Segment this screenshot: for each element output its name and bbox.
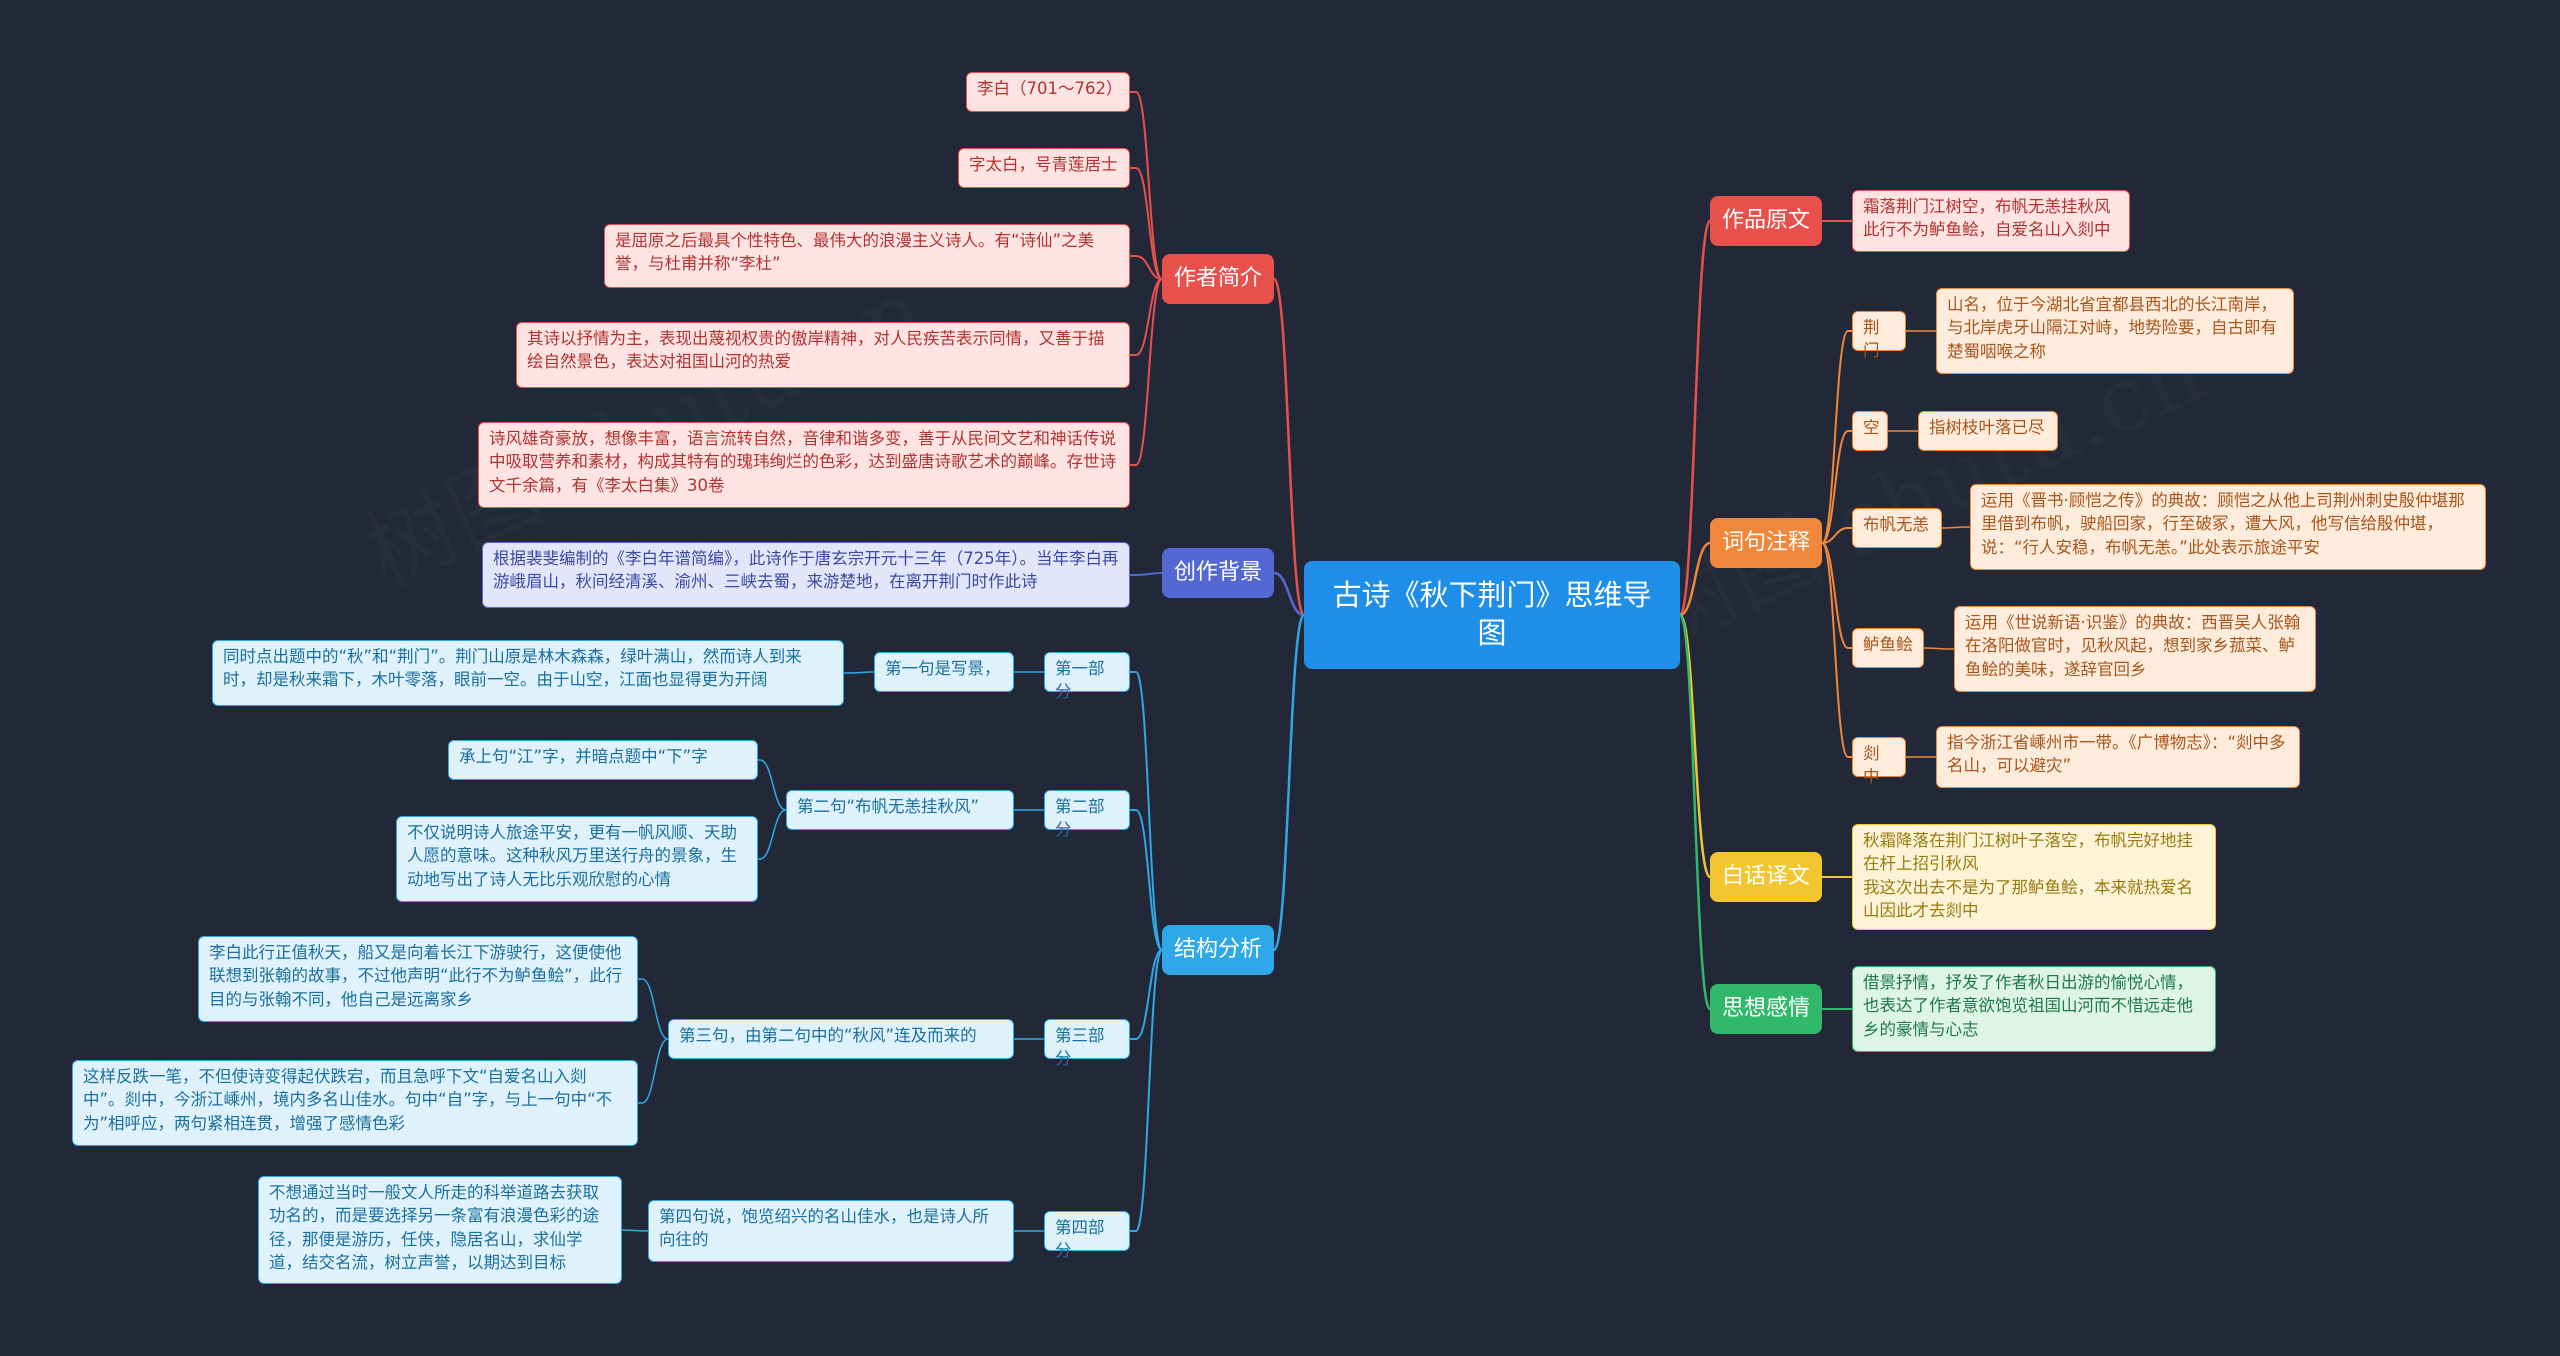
connector — [641, 1038, 669, 1104]
connector — [1821, 430, 1849, 544]
connector — [1678, 219, 1712, 617]
note-definition[interactable]: 指今浙江省嵊州市一带。《广博物志》：“剡中多名山，可以避灾” — [1936, 726, 2300, 788]
author-item[interactable]: 字太白，号青莲居士 — [958, 148, 1130, 188]
structure-part-2[interactable]: 第二部分 — [1044, 790, 1130, 839]
connector — [1272, 277, 1306, 617]
part-3-detail[interactable]: 这样反跌一笔，不但使诗变得起伏跌宕，而且急呼下文“自爱名山入剡中”。剡中，今浙江… — [72, 1060, 638, 1146]
root-topic[interactable]: 古诗《秋下荆门》思维导图 — [1304, 561, 1680, 669]
connector — [1941, 526, 1969, 529]
connector — [1135, 809, 1163, 951]
background-item[interactable]: 根据裴斐编制的《李白年谱简编》，此诗作于唐玄宗开元十三年（725年）。当年李白再… — [482, 542, 1130, 608]
author-item[interactable]: 李白（701～762） — [966, 72, 1130, 112]
branch-label: 作者简介 — [1173, 266, 1262, 291]
connector — [1678, 613, 1712, 1011]
note-term[interactable]: 剡中 — [1852, 737, 1906, 786]
note-definition[interactable]: 运用《晋书·顾恺之传》的典故：顾恺之从他上司荆州刺史殷仲堪那里借到布帆，驶船回家… — [1970, 484, 2486, 570]
connector — [1135, 572, 1163, 576]
part-1-summary[interactable]: 第一句是写景， — [874, 652, 1014, 692]
branch-feeling[interactable]: 思想感情 — [1710, 984, 1822, 1034]
connector — [1135, 949, 1163, 1232]
connector — [1135, 278, 1163, 466]
part-4-detail[interactable]: 不想通过当时一般文人所走的科举道路去获取功名的，而是要选择另一条富有浪漫色彩的途… — [258, 1176, 622, 1284]
connector — [1135, 255, 1163, 280]
connector — [621, 1229, 649, 1232]
structure-part-1[interactable]: 第一部分 — [1044, 652, 1130, 701]
connector — [1135, 278, 1163, 356]
connector — [1272, 613, 1306, 952]
note-term[interactable]: 空 — [1852, 411, 1888, 451]
part-2-detail[interactable]: 承上句“江”字，并暗点题中“下”字 — [448, 740, 758, 780]
connector — [641, 978, 669, 1040]
connector — [1923, 647, 1951, 650]
branch-label: 白话译文 — [1721, 864, 1810, 889]
branch-notes[interactable]: 词句注释 — [1710, 518, 1822, 568]
connector — [1821, 542, 1849, 649]
connector — [1821, 527, 1849, 544]
branch-original-text[interactable]: 作品原文 — [1710, 196, 1822, 246]
author-item[interactable]: 诗风雄奇豪放，想像丰富，语言流转自然，音律和谐多变，善于从民间文艺和神话传说中吸… — [478, 422, 1130, 508]
connector — [1135, 671, 1163, 951]
translation-text[interactable]: 秋霜降落在荆门江树叶子落空，布帆完好地挂在杆上招引秋风 我这次出去不是为了那鲈鱼… — [1852, 824, 2216, 930]
part-1-detail[interactable]: 同时点出题中的“秋”和“荆门”。荆门山原是林木森森，绿叶满山，然而诗人到来时，却… — [212, 640, 844, 706]
connector — [1273, 571, 1305, 617]
connector — [759, 809, 787, 860]
branch-background[interactable]: 创作背景 — [1162, 548, 1274, 598]
branch-label: 思想感情 — [1721, 996, 1810, 1021]
structure-part-4[interactable]: 第四部分 — [1044, 1211, 1130, 1260]
connector — [1821, 330, 1849, 544]
branch-structure[interactable]: 结构分析 — [1162, 925, 1274, 975]
note-term[interactable]: 荆门 — [1852, 311, 1906, 360]
part-3-detail[interactable]: 李白此行正值秋天，船又是向着长江下游驶行，这便使他联想到张翰的故事，不过他声明“… — [198, 936, 638, 1022]
connector — [847, 671, 875, 674]
note-definition[interactable]: 运用《世说新语·识鉴》的典故：西晋吴人张翰在洛阳做官时，见秋风起，想到家乡菰菜、… — [1954, 606, 2316, 692]
branch-label: 作品原文 — [1721, 208, 1810, 233]
branch-label: 创作背景 — [1173, 560, 1262, 585]
part-2-summary[interactable]: 第二句“布帆无恙挂秋风” — [786, 790, 1014, 830]
note-term[interactable]: 鲈鱼鲙 — [1852, 628, 1924, 668]
connector — [1135, 949, 1163, 1040]
part-2-detail[interactable]: 不仅说明诗人旅途平安，更有一帆风顺、天助人愿的意味。这种秋风万里送行舟的景象，生… — [396, 816, 758, 902]
note-definition[interactable]: 山名，位于今湖北省宜都县西北的长江南岸，与北岸虎牙山隔江对峙，地势险要，自古即有… — [1936, 288, 2294, 374]
original-text[interactable]: 霜落荆门江树空，布帆无恙挂秋风 此行不为鲈鱼鲙，自爱名山入剡中 — [1852, 190, 2130, 252]
connector — [1821, 542, 1849, 758]
note-definition[interactable]: 指树枝叶落已尽 — [1918, 411, 2058, 451]
connector — [1135, 167, 1163, 280]
author-item[interactable]: 其诗以抒情为主，表现出蔑视权贵的傲岸精神，对人民疾苦表示同情，又善于描绘自然景色… — [516, 322, 1130, 388]
branch-label: 词句注释 — [1721, 530, 1810, 555]
branch-translation[interactable]: 白话译文 — [1710, 852, 1822, 902]
connector — [1679, 541, 1711, 617]
part-4-summary[interactable]: 第四句说，饱览绍兴的名山佳水，也是诗人所向往的 — [648, 1200, 1014, 1262]
part-3-summary[interactable]: 第三句，由第二句中的“秋风”连及而来的 — [668, 1019, 1014, 1059]
branch-author[interactable]: 作者简介 — [1162, 254, 1274, 304]
author-item[interactable]: 是屈原之后最具个性特色、最伟大的浪漫主义诗人。有“诗仙”之美誉，与杜甫并称“李杜… — [604, 224, 1130, 288]
structure-part-3[interactable]: 第三部分 — [1044, 1019, 1130, 1068]
branch-label: 结构分析 — [1173, 937, 1262, 962]
root-title: 古诗《秋下荆门》思维导图 — [1332, 578, 1652, 650]
connector — [759, 759, 787, 811]
note-term[interactable]: 布帆无恙 — [1852, 508, 1942, 548]
feeling-text[interactable]: 借景抒情，抒发了作者秋日出游的愉悦心情，也表达了作者意欲饱览祖国山河而不惜远走他… — [1852, 966, 2216, 1052]
connector — [1135, 91, 1163, 280]
